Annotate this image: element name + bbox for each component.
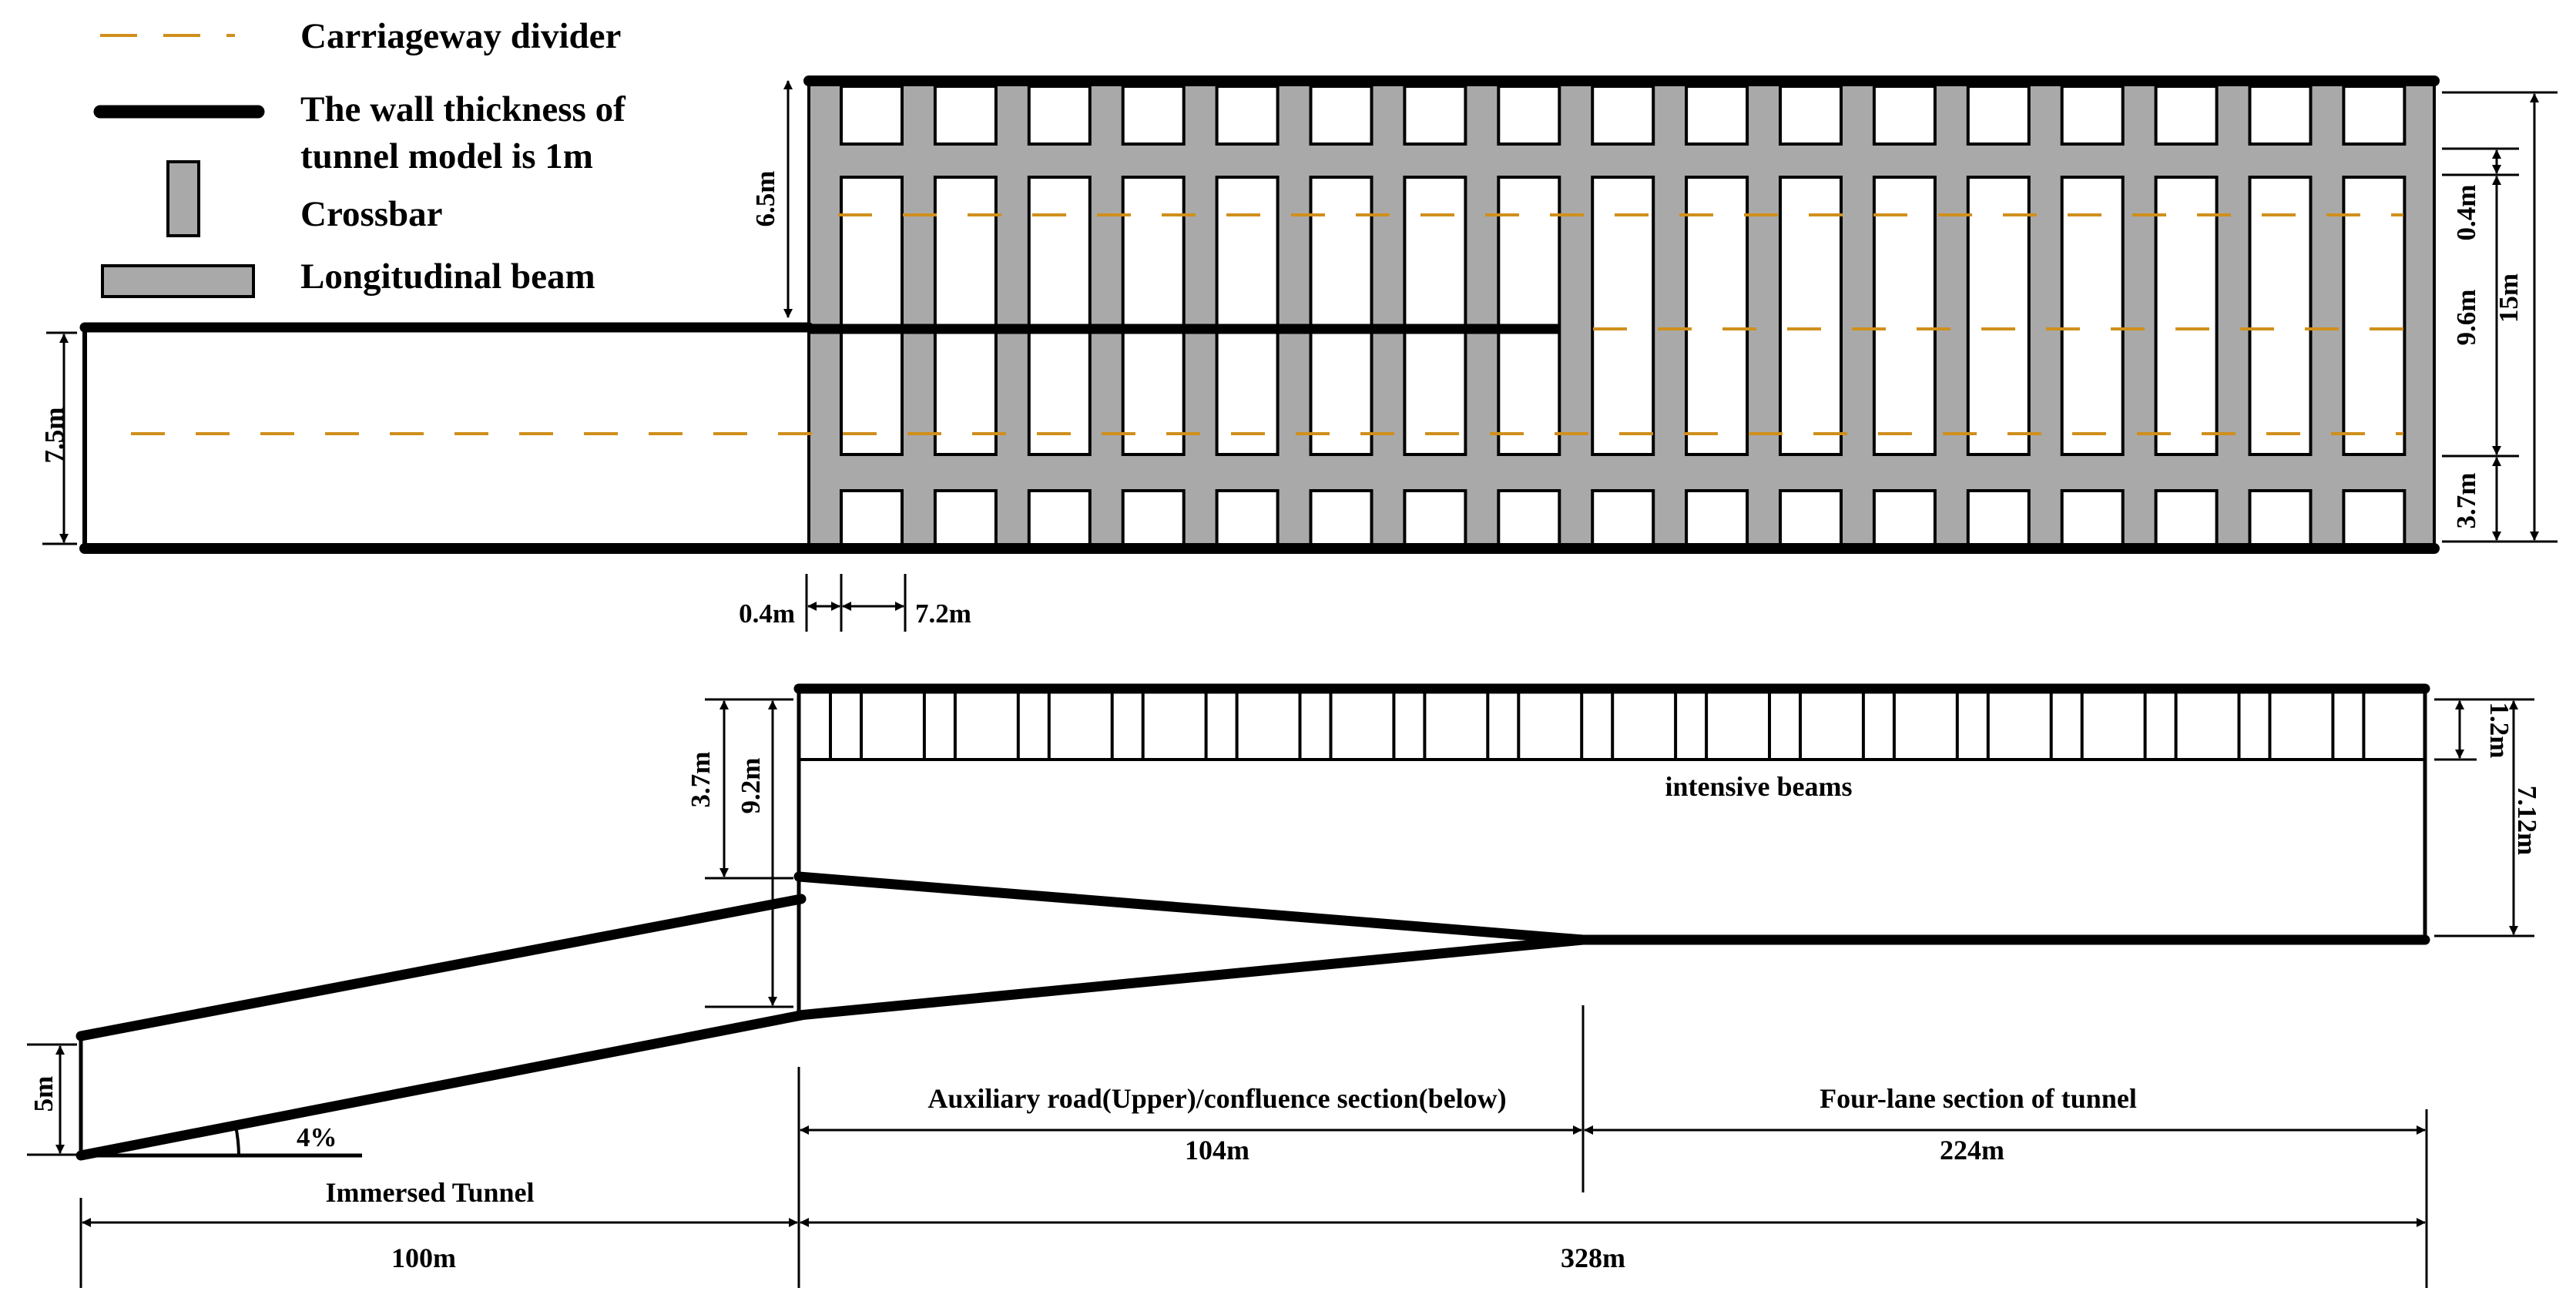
plan-opening: [1872, 176, 1937, 456]
section-view: intensive beams 3.7m 9.2m 1.2m 7.12m 5m …: [27, 683, 2542, 1288]
section-confluence-upper-wall: [793, 871, 1588, 945]
plan-opening: [2342, 489, 2407, 546]
plan-opening: [2154, 176, 2219, 456]
plan-opening: [933, 85, 998, 146]
plan-opening: [1497, 85, 1561, 146]
dim-0-4-bottom-label: 0.4m: [739, 599, 795, 629]
plan-opening: [1121, 489, 1186, 546]
plan-opening: [1215, 85, 1280, 146]
dim-7-2-label: 7.2m: [915, 599, 971, 629]
legend-beam-swatch: [101, 264, 255, 298]
len-328-label: 328m: [1561, 1243, 1625, 1273]
plan-opening: [1779, 489, 1843, 546]
plan-opening: [1779, 176, 1843, 456]
plan-opening: [2248, 489, 2313, 546]
plan-opening: [1685, 85, 1749, 146]
plan-opening: [840, 85, 904, 146]
four-lane-label: Four-lane section of tunnel: [1820, 1083, 2137, 1114]
plan-opening: [1121, 85, 1186, 146]
plan-opening: [1966, 85, 2031, 146]
plan-opening: [1591, 176, 1655, 456]
plan-opening: [1027, 85, 1092, 146]
legend-wall-label-line1: The wall thickness of: [300, 89, 626, 129]
plan-opening: [1215, 489, 1280, 546]
dim-3-7-label: 3.7m: [686, 752, 716, 808]
plan-opening: [2154, 489, 2219, 546]
plan-opening: [1591, 85, 1655, 146]
len-100-label: 100m: [391, 1243, 456, 1273]
plan-opening: [1497, 176, 1561, 456]
dim-1-2-label: 1.2m: [2484, 703, 2514, 759]
plan-opening: [2154, 85, 2219, 146]
plan-opening: [1121, 176, 1186, 456]
plan-opening: [1309, 176, 1374, 456]
section-lower-ramp-wall: [75, 1010, 807, 1161]
dim-9-6-label: 9.6m: [2451, 290, 2481, 346]
immersed-tunnel-label: Immersed Tunnel: [325, 1177, 534, 1208]
slope-angle-arc: [234, 1125, 240, 1156]
section-confluence-lower-wall: [793, 934, 1588, 1021]
plan-opening: [1027, 489, 1092, 546]
plan-opening: [1215, 176, 1280, 456]
plan-opening: [1403, 489, 1467, 546]
len-104-label: 104m: [1185, 1135, 1249, 1165]
plan-opening: [1685, 489, 1749, 546]
legend-divider-label: Carriageway divider: [300, 16, 621, 56]
intensive-beams-label: intensive beams: [1665, 771, 1853, 802]
plan-view: 6.5m 7.5m 0.4m 7.2m 0.4m 9.6m 3.7m 15m: [39, 75, 2558, 632]
plan-opening: [840, 176, 904, 456]
plan-opening: [1685, 176, 1749, 456]
dim-7-12-label: 7.12m: [2512, 786, 2542, 855]
dim-5-label: 5m: [29, 1076, 59, 1112]
auxiliary-road-label: Auxiliary road(Upper)/confluence section…: [927, 1083, 1506, 1114]
plan-opening: [840, 489, 904, 546]
plan-opening: [933, 176, 998, 456]
plan-opening: [1309, 85, 1374, 146]
plan-opening: [1497, 489, 1561, 546]
legend-crossbar-swatch: [166, 160, 200, 237]
dim-9-2-label: 9.2m: [736, 758, 766, 814]
legend-crossbar-label: Crossbar: [300, 194, 443, 234]
plan-openings: [840, 85, 2407, 546]
plan-opening: [1966, 176, 2031, 456]
plan-opening: [2060, 85, 2125, 146]
section-upper-ramp-wall: [75, 894, 807, 1041]
plan-opening: [1403, 85, 1467, 146]
plan-opening: [1309, 489, 1374, 546]
plan-opening: [2342, 85, 2407, 146]
legend-beam-label: Longitudinal beam: [300, 257, 595, 297]
len-224-label: 224m: [1940, 1135, 2004, 1165]
dim-0-4-right-label: 0.4m: [2451, 185, 2481, 241]
dim-3-7-right-label: 3.7m: [2451, 473, 2481, 529]
legend: Carriageway divider The wall thickness o…: [93, 16, 626, 298]
plan-opening: [2248, 176, 2313, 456]
slope-label: 4%: [297, 1122, 337, 1152]
dim-7-5-label: 7.5m: [39, 407, 69, 464]
plan-opening: [1966, 489, 2031, 546]
dim-6-5-label: 6.5m: [750, 171, 780, 227]
plan-opening: [2342, 176, 2407, 456]
plan-opening: [1779, 85, 1843, 146]
plan-opening: [1403, 176, 1467, 456]
plan-opening: [1027, 176, 1092, 456]
plan-opening: [1872, 85, 1937, 146]
plan-opening: [2060, 489, 2125, 546]
plan-opening: [1872, 489, 1937, 546]
legend-wall-label-line2: tunnel model is 1m: [300, 136, 593, 176]
plan-opening: [2060, 176, 2125, 456]
plan-opening: [1591, 489, 1655, 546]
plan-opening: [2248, 85, 2313, 146]
dim-15-label: 15m: [2494, 273, 2524, 323]
plan-opening: [933, 489, 998, 546]
intensive-beam-posts: [829, 693, 2366, 760]
